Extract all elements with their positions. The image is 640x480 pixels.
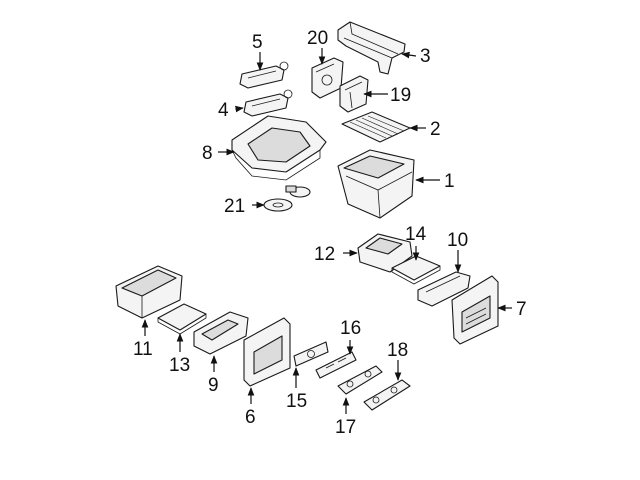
part-20-switch-panel <box>311 57 344 99</box>
part-19-bracket <box>339 75 369 113</box>
callout-14: 14 <box>405 224 427 245</box>
callout-10: 10 <box>447 230 468 251</box>
part-8-trim-ring <box>231 115 327 181</box>
part-21-plug <box>263 185 311 212</box>
callout-18: 18 <box>387 340 408 361</box>
callout-4: 4 <box>218 100 229 121</box>
part-15-switch-plate <box>293 341 329 367</box>
callout-17: 17 <box>335 417 356 438</box>
part-17-control-panel <box>337 365 383 395</box>
callout-labels: 5 4 20 3 19 2 8 1 21 12 14 10 7 11 13 9 … <box>133 28 527 438</box>
part-9-trim <box>193 311 249 355</box>
callout-6: 6 <box>245 407 256 428</box>
callout-12: 12 <box>314 244 335 265</box>
part-16-switch-plate <box>315 351 357 379</box>
callout-1: 1 <box>444 171 455 192</box>
callout-11: 11 <box>133 339 153 360</box>
part-18-control-panel <box>363 379 411 411</box>
part-5-trim <box>239 61 289 89</box>
part-2-mat <box>341 111 411 143</box>
part-11-large-bin <box>115 265 183 319</box>
callout-16: 16 <box>340 318 361 339</box>
callout-8: 8 <box>202 143 213 164</box>
callout-7: 7 <box>516 299 527 320</box>
callout-3: 3 <box>420 46 431 67</box>
part-4-trim <box>243 89 293 117</box>
part-7-rear-panel <box>451 275 499 345</box>
callout-20: 20 <box>307 28 328 49</box>
callout-9: 9 <box>208 375 219 396</box>
part-3-bracket <box>337 21 406 75</box>
callout-15: 15 <box>286 391 307 412</box>
part-1-storage-bin <box>337 149 415 219</box>
callout-13: 13 <box>169 355 190 376</box>
callout-19: 19 <box>390 85 411 106</box>
part-12-tray <box>357 233 413 273</box>
callout-2: 2 <box>430 119 441 140</box>
leader-lines <box>141 48 512 414</box>
callout-21: 21 <box>224 196 245 217</box>
part-14-mat <box>391 255 441 285</box>
part-6-front-panel <box>243 317 291 387</box>
callout-5: 5 <box>252 32 263 53</box>
